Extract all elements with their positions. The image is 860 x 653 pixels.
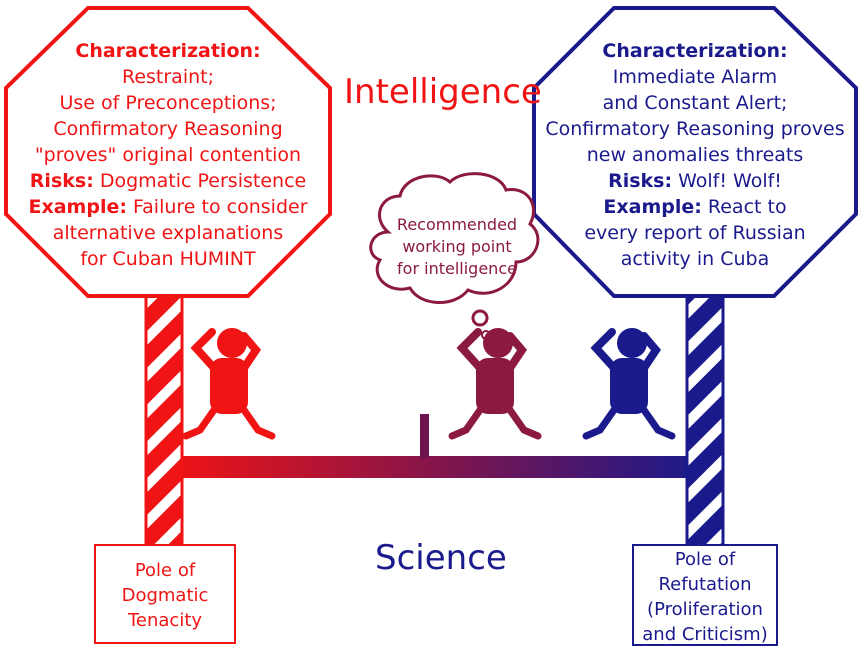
left-char-line: "proves" original contention — [34, 144, 302, 166]
right-box-line: (Proliferation — [647, 599, 763, 620]
left-char-line: Confirmatory Reasoning — [53, 118, 283, 140]
right-char-line: Immediate Alarm — [612, 66, 778, 88]
left-risks-label: Risks: — [29, 170, 94, 192]
left-char-line: Use of Preconceptions; — [59, 92, 277, 114]
right-example-line: every report of Russian — [584, 222, 806, 244]
right-char-line: Confirmatory Reasoning proves — [545, 118, 845, 140]
thought-bubble-dot — [471, 309, 489, 327]
right-box-line: and Criticism) — [642, 624, 768, 645]
right-sign-text: Characterization: Immediate Alarm and Co… — [540, 38, 850, 272]
left-box-line: Tenacity — [127, 610, 203, 631]
left-pole — [144, 288, 184, 550]
left-example-text: Failure to consider — [132, 196, 308, 218]
left-example-label: Example: — [28, 196, 127, 218]
left-sign-text: Characterization: Restraint; Use of Prec… — [14, 38, 322, 272]
right-risks-text: Wolf! Wolf! — [678, 170, 782, 192]
right-example-line: activity in Cuba — [620, 248, 770, 270]
left-octagon-sign — [4, 6, 332, 298]
right-box-line: Refutation — [658, 574, 752, 595]
left-box-line: Dogmatic — [121, 585, 209, 606]
right-char-line: new anomalies threats — [586, 144, 804, 166]
right-box-line: Pole of — [674, 549, 736, 570]
left-example-line: alternative explanations — [52, 222, 284, 244]
left-box-line: Pole of — [134, 560, 196, 581]
right-risks-label: Risks: — [608, 170, 673, 192]
left-example-line: for Cuban HUMINT — [80, 248, 256, 270]
left-risks-text: Dogmatic Persistence — [99, 170, 307, 192]
scale-bar — [170, 456, 700, 478]
right-pole — [685, 288, 725, 550]
thinker-figure-right — [582, 328, 676, 440]
bubble-line: for intelligence — [397, 259, 517, 278]
left-char-label: Characterization: — [75, 40, 261, 62]
science-title: Science — [375, 538, 507, 578]
left-char-line: Restraint; — [121, 66, 214, 88]
right-char-label: Characterization: — [602, 40, 788, 62]
pole-of-refutation-box: Pole of Refutation (Proliferation and Cr… — [632, 544, 778, 646]
bubble-line: Recommended — [396, 215, 518, 234]
right-octagon-sign — [532, 6, 858, 298]
bubble-text: Recommended working point for intelligen… — [382, 214, 532, 280]
thought-bubble — [369, 172, 540, 304]
right-example-label: Example: — [603, 196, 702, 218]
bubble-line: working point — [402, 237, 512, 256]
pole-of-dogmatic-tenacity-box: Pole of Dogmatic Tenacity — [94, 544, 236, 644]
right-example-text: React to — [707, 196, 787, 218]
scale-marker — [420, 414, 429, 458]
intelligence-title: Intelligence — [344, 72, 542, 112]
right-char-line: and Constant Alert; — [602, 92, 788, 114]
thinker-figure-left — [182, 328, 276, 440]
thinker-figure-middle — [448, 328, 542, 440]
